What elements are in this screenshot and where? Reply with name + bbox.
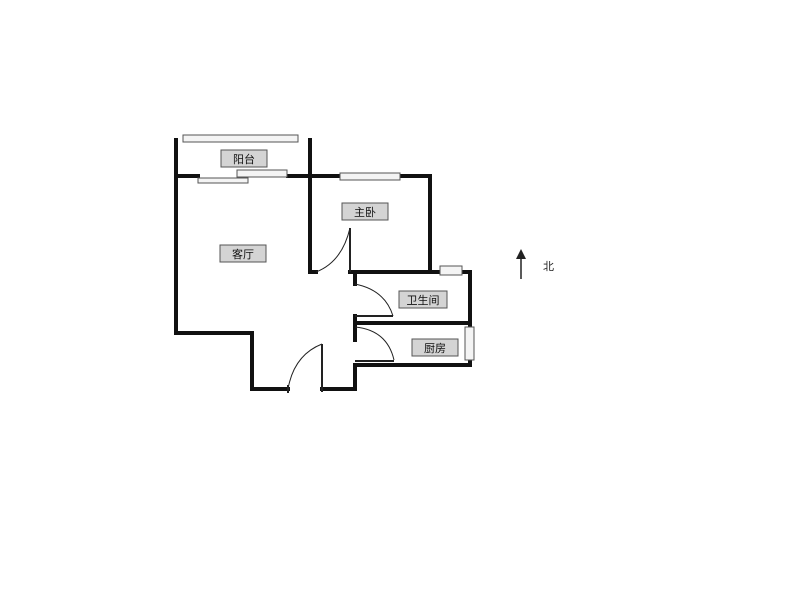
balcony-window bbox=[182, 134, 299, 143]
balcony-inner-window bbox=[197, 177, 249, 184]
bathroom-vent bbox=[439, 265, 463, 276]
doors bbox=[287, 227, 395, 393]
bathroom-label-text: 卫生间 bbox=[407, 293, 440, 307]
living-room-label-text: 客厅 bbox=[232, 247, 254, 261]
master-bedroom-label-text: 主卧 bbox=[354, 206, 376, 219]
kitchen-wall bbox=[353, 358, 472, 371]
room-labels: 阳台 主卧 客厅 卫生间 厨房 bbox=[219, 149, 459, 357]
north-label: 北 bbox=[543, 260, 554, 273]
bathroom-wall bbox=[460, 270, 472, 325]
bedroom-window bbox=[339, 172, 401, 181]
bedroom-wall bbox=[398, 174, 432, 274]
living-room-wall bbox=[320, 367, 357, 391]
north-arrow: 北 bbox=[516, 249, 554, 279]
kitchen-door bbox=[354, 326, 395, 361]
living-room-wall bbox=[174, 174, 290, 391]
entrance-door bbox=[287, 343, 323, 390]
bedroom-door bbox=[315, 227, 351, 273]
bedroom-wall bbox=[308, 174, 318, 274]
balcony-inner-window bbox=[236, 169, 288, 178]
balcony-label-text: 阳台 bbox=[233, 152, 255, 166]
bathroom-label: 卫生间 bbox=[398, 290, 448, 309]
kitchen-window bbox=[464, 326, 475, 361]
windows bbox=[182, 134, 475, 361]
walls bbox=[174, 138, 472, 391]
bathroom-door bbox=[354, 283, 394, 317]
master-bedroom-label: 主卧 bbox=[341, 202, 389, 221]
living-room-label: 客厅 bbox=[219, 244, 267, 263]
balcony-label: 阳台 bbox=[220, 149, 268, 168]
kitchen-label-text: 厨房 bbox=[424, 342, 446, 355]
north-arrow-head-icon bbox=[516, 249, 526, 259]
kitchen-label: 厨房 bbox=[411, 338, 459, 357]
